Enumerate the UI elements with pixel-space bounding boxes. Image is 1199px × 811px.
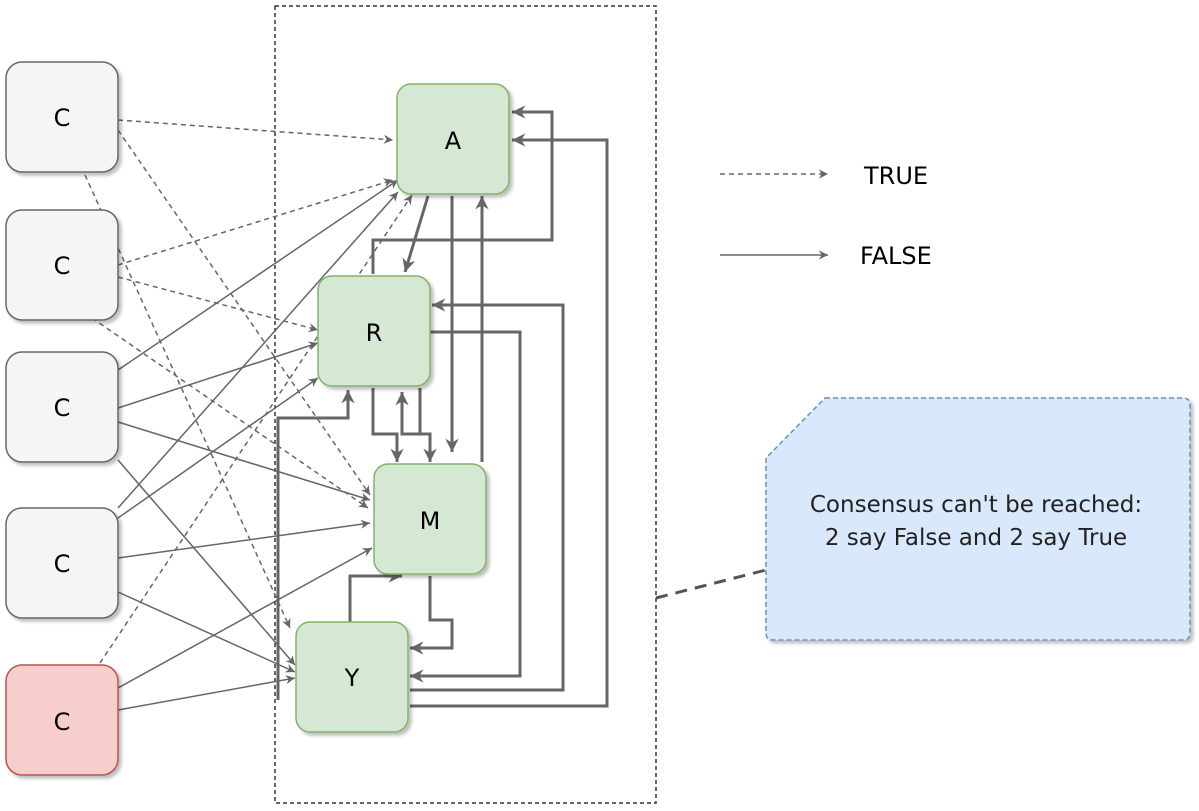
replica-node-label: R — [366, 319, 383, 347]
replica-node-label: M — [420, 507, 441, 535]
replica-node-r: R — [317, 275, 431, 387]
replica-edges — [276, 105, 609, 708]
edge-c4-a — [117, 191, 399, 509]
legend-false-label: FALSE — [860, 242, 932, 270]
client-node-2: C — [5, 209, 119, 321]
legend-true-label: TRUE — [863, 162, 928, 190]
replica-node-a: A — [396, 83, 510, 195]
edge-c1-y — [84, 174, 291, 629]
client-node-label: C — [54, 708, 71, 736]
edge-c1-m — [117, 129, 371, 496]
replica-group-boundary — [274, 5, 657, 804]
note-text-line-1: Consensus can't be reached: — [810, 492, 1142, 518]
edge-m-y — [410, 576, 454, 655]
replica-node-label: Y — [344, 664, 360, 692]
true-edges — [84, 119, 413, 664]
edge-r-a — [371, 105, 554, 274]
edge-r-m — [371, 388, 404, 462]
edge-y-r — [276, 390, 355, 700]
client-node-label: C — [54, 394, 71, 422]
edge-c3-a — [117, 179, 399, 371]
client-node-4: C — [5, 507, 119, 619]
edge-c5-y — [117, 675, 296, 711]
edge-r-y — [410, 330, 522, 683]
edge-c2-m — [91, 317, 369, 509]
client-node-1: C — [5, 61, 119, 173]
edge-c3-y — [117, 459, 296, 666]
client-node-3: C — [5, 351, 119, 463]
edge-c5-a — [99, 194, 413, 664]
edge-c5-m — [117, 547, 373, 689]
replica-node-label: A — [445, 127, 462, 155]
client-node-label: C — [54, 550, 71, 578]
note-connector — [655, 568, 767, 600]
edge-y-r-2 — [410, 298, 565, 692]
replica-node-m: M — [373, 463, 487, 575]
false-edges-from-clients — [117, 179, 399, 711]
note-shape — [765, 397, 1191, 641]
client-node-faulty: C — [5, 664, 119, 776]
edge-c3-m — [117, 421, 371, 502]
edge-c4-m — [117, 519, 371, 559]
edge-c2-r — [117, 276, 319, 333]
edge-y-m — [348, 569, 402, 622]
edge-a-r — [402, 195, 430, 273]
client-node-label: C — [54, 104, 71, 132]
edge-r-m-2 — [418, 388, 437, 462]
edge-c1-a — [117, 119, 394, 144]
edge-c3-r — [117, 341, 319, 409]
edge-c4-y — [117, 591, 296, 673]
edge-y-a — [410, 133, 609, 708]
edge-c2-a — [117, 178, 394, 266]
edge-c4-r — [117, 377, 319, 519]
client-node-label: C — [54, 252, 71, 280]
note-callout: Consensus can't be reached: 2 say False … — [655, 397, 1191, 641]
replica-node-y: Y — [295, 621, 409, 733]
note-text-line-2: 2 say False and 2 say True — [825, 525, 1127, 551]
edge-m-r — [395, 392, 432, 462]
legend: TRUE FALSE — [720, 162, 932, 270]
